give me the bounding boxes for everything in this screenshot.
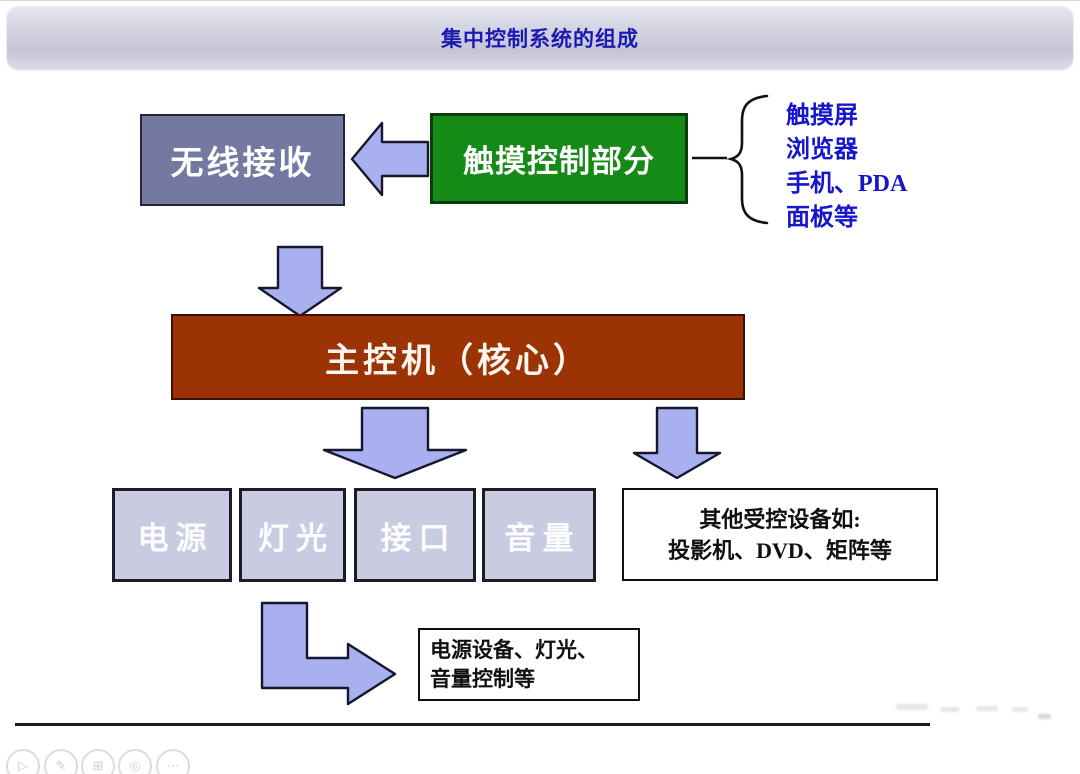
pointer-icon[interactable]: ▷ — [6, 749, 40, 774]
more-icon[interactable]: ⋯ — [156, 749, 190, 774]
node-wireless-receiver: 无线接收 — [140, 114, 345, 206]
arrow-host-to-devices — [322, 406, 468, 480]
slide-title-bar: 集中控制系统的组成 — [7, 6, 1073, 69]
node-device-power: 电源 — [112, 488, 232, 582]
node-other-devices: 其他受控设备如: 投影机、DVD、矩阵等 — [622, 488, 938, 581]
watermark-smudge — [976, 706, 998, 711]
touch-source-item: 触摸屏 — [786, 103, 858, 129]
touch-sources-brace — [726, 94, 769, 225]
printer-icon[interactable]: ⊞ — [81, 749, 115, 774]
watermark-smudge — [1038, 714, 1051, 719]
zoom-glyph: ◎ — [129, 758, 141, 773]
arrow-host-to-other — [632, 406, 722, 480]
node-other-devices-line1: 其他受控设备如: — [699, 506, 861, 532]
node-controlled-result-line1: 电源设备、灯光、 — [430, 637, 598, 662]
node-wireless-label: 无线接收 — [170, 146, 315, 182]
node-device-light: 灯光 — [239, 488, 346, 582]
touch-source-item: 面板等 — [786, 205, 858, 231]
watermark-smudge — [1012, 707, 1028, 712]
node-main-controller-label: 主控机（核心） — [325, 342, 591, 380]
touch-source-item: 手机、PDA — [786, 171, 908, 197]
node-main-controller: 主控机（核心） — [171, 314, 745, 400]
node-other-devices-line2: 投影机、DVD、矩阵等 — [668, 537, 892, 563]
node-device-port-label: 接口 — [380, 520, 457, 556]
footer-rule — [15, 723, 930, 726]
watermark-smudge — [941, 707, 959, 712]
pen-glyph: ✎ — [55, 758, 67, 773]
node-controlled-result-line2: 音量控制等 — [430, 666, 535, 691]
printer-glyph: ⊞ — [92, 758, 104, 773]
node-device-light-label: 灯光 — [258, 520, 334, 556]
node-touch-label: 触摸控制部分 — [463, 144, 655, 179]
more-glyph: ⋯ — [166, 758, 180, 773]
node-controlled-result: 电源设备、灯光、 音量控制等 — [418, 628, 640, 701]
arrow-wireless-to-host — [257, 245, 343, 318]
node-device-volume: 音量 — [482, 488, 596, 582]
touch-source-item: 浏览器 — [786, 137, 858, 163]
node-device-port: 接口 — [354, 488, 476, 582]
arrow-power-to-result — [260, 601, 397, 706]
arrow-touch-to-wireless — [350, 121, 430, 197]
node-device-volume-label: 音量 — [504, 520, 581, 556]
node-touch-control: 触摸控制部分 — [430, 113, 688, 204]
node-device-power-label: 电源 — [137, 520, 214, 556]
watermark-smudge — [896, 704, 928, 710]
slide-title: 集中控制系统的组成 — [441, 27, 639, 51]
pen-icon[interactable]: ✎ — [44, 749, 78, 774]
zoom-icon[interactable]: ◎ — [118, 749, 152, 774]
pointer-glyph: ▷ — [18, 758, 28, 773]
